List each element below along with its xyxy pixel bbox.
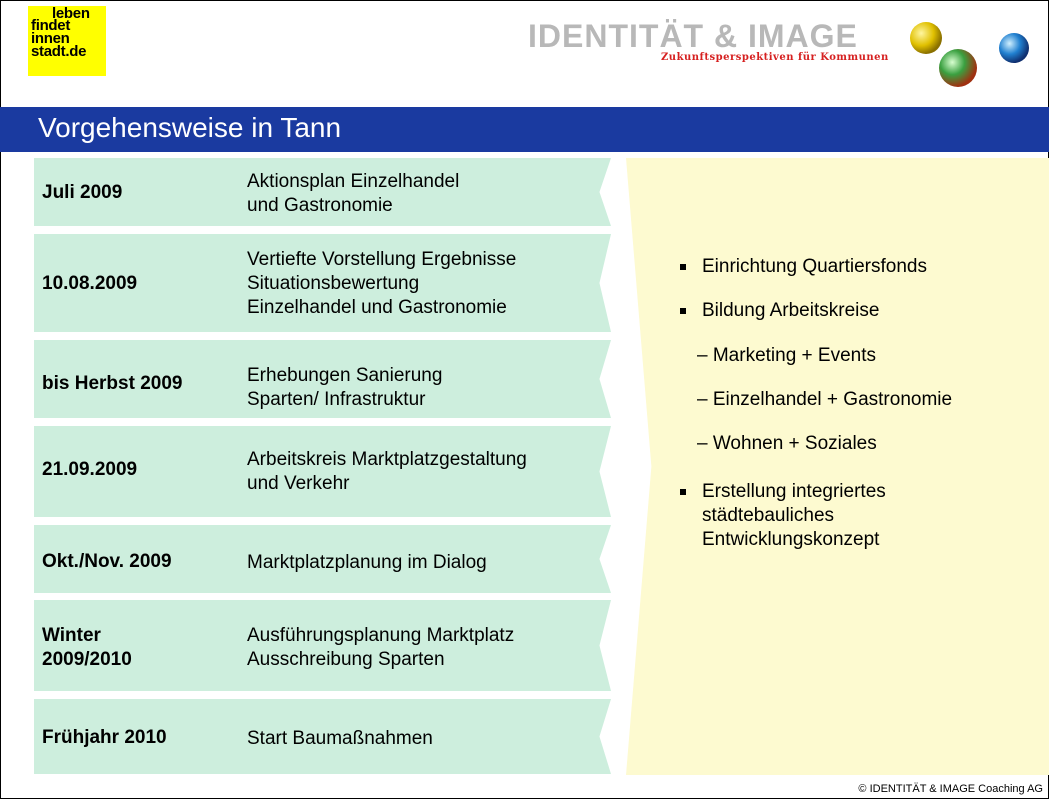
timeline-row (34, 158, 611, 226)
timeline-date: bis Herbst 2009 (42, 373, 183, 394)
desc-line: Situationsbewertung (247, 273, 420, 294)
timeline-desc: Aktionsplan Einzelhandel und Gastronomie (247, 170, 459, 218)
timeline-row (34, 234, 611, 332)
bullet-dot-icon (680, 308, 686, 314)
outcomes-panel (626, 158, 1049, 775)
timeline-date: 10.08.2009 (42, 273, 138, 294)
timeline-row (34, 426, 611, 517)
desc-line: Einzelhandel und Gastronomie (247, 297, 507, 318)
desc-line: Sparten/ Infrastruktur (247, 389, 426, 410)
outcome-line: städtebauliches (702, 505, 835, 526)
desc-line: Ausschreibung Sparten (247, 649, 445, 670)
bullet-dot-icon (680, 264, 686, 270)
title-bar (0, 107, 1049, 152)
desc-line: Ausführungsplanung Marktplatz (247, 625, 515, 646)
desc-line: Arbeitskreis Marktplatzgestaltung (247, 449, 527, 470)
outcome-subitem: – Marketing + Events (697, 345, 877, 366)
bullet-dot-icon (680, 489, 686, 495)
timeline-desc: Erhebungen Sanierung Sparten/ Infrastruk… (247, 364, 442, 412)
desc-line: Erhebungen Sanierung (247, 365, 443, 386)
timeline-row (34, 525, 611, 593)
logo-line: stadt.de (31, 43, 87, 60)
page-title: Vorgehensweise in Tann (38, 112, 342, 143)
date-line: Winter (42, 625, 101, 646)
desc-line: Aktionsplan Einzelhandel (247, 171, 460, 192)
timeline-desc: Vertiefte Vorstellung Ergebnisse Situati… (247, 248, 516, 320)
logo-line: findet (31, 17, 71, 34)
desc-line: Start Baumaßnahmen (247, 728, 433, 749)
logo: leben findet innen stadt.de (28, 6, 106, 76)
copyright: © IDENTITÄT & IMAGE Coaching AG (858, 783, 1043, 795)
desc-line: Vertiefte Vorstellung Ergebnisse (247, 249, 517, 270)
brand-name: IDENTITÄT & IMAGE (528, 18, 858, 54)
desc-line: und Gastronomie (247, 195, 393, 216)
timeline-date: 21.09.2009 (42, 459, 138, 480)
desc-line: und Verkehr (247, 473, 350, 494)
outcome-line: Erstellung integriertes (702, 481, 886, 502)
outcome-line: Entwicklungskonzept (702, 529, 880, 550)
timeline-date: Okt./Nov. 2009 (42, 551, 172, 572)
logo-line: innen (31, 30, 70, 47)
outcome-item: Einrichtung Quartiersfonds (702, 256, 927, 277)
timeline-row (34, 699, 611, 774)
timeline-date: Winter 2009/2010 (42, 624, 132, 672)
outcome-subitem: – Wohnen + Soziales (697, 433, 877, 454)
outcome-item: Bildung Arbeitskreise (702, 300, 880, 321)
timeline-date: Frühjahr 2010 (42, 727, 167, 748)
desc-line: Marktplatzplanung im Dialog (247, 552, 487, 573)
marbles-logo-icon (910, 22, 1029, 87)
timeline-date: Juli 2009 (42, 182, 123, 203)
brand-tagline: Zukunftsperspektiven für Kommunen (661, 52, 889, 63)
timeline-desc: Start Baumaßnahmen (247, 727, 433, 751)
timeline-row (34, 340, 611, 418)
logo-line: leben (52, 5, 90, 22)
timeline-desc: Arbeitskreis Marktplatzgestaltung und Ve… (247, 448, 527, 496)
timeline-desc: Marktplatzplanung im Dialog (247, 551, 487, 575)
timeline-row (34, 600, 611, 691)
outcome-subitem: – Einzelhandel + Gastronomie (697, 389, 953, 410)
timeline-desc: Ausführungsplanung Marktplatz Ausschreib… (247, 624, 514, 672)
date-line: 2009/2010 (42, 649, 132, 670)
outcome-item: Erstellung integriertes städtebauliches … (702, 480, 886, 552)
